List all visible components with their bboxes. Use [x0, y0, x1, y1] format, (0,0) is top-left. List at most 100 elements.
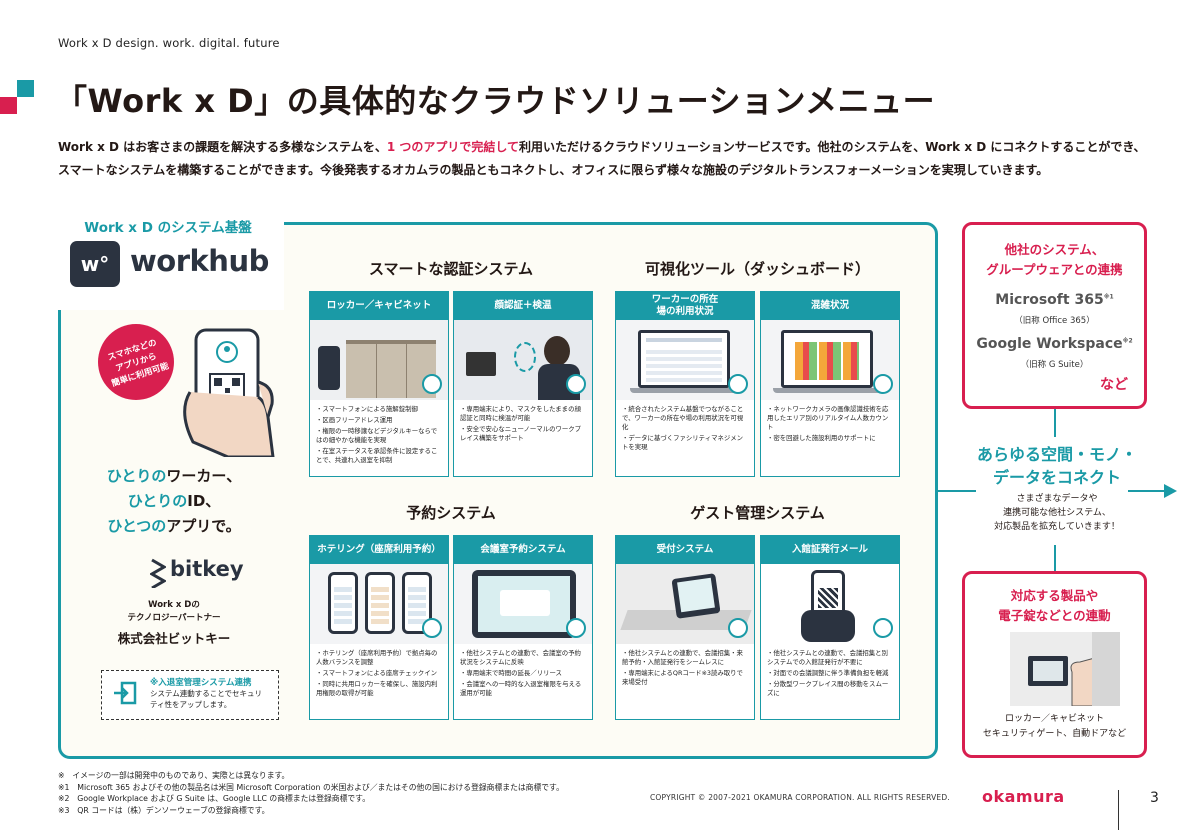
card-body: ・スマートフォンによる施解錠制御 ・区画フリーアドレス運用 ・権限の一時移譲など…	[310, 400, 448, 472]
card-header: 受付システム	[616, 536, 754, 564]
door-entry-icon	[422, 374, 442, 394]
locker-illustration	[310, 320, 448, 400]
entry-desc-line: ティ性をアップします。	[150, 700, 232, 709]
card-visitor-pass-mail: 入館証発行メール ・他社システムとの連動で、会議招集と別システムでの入館証発行が…	[760, 535, 900, 720]
partner-sub-line: テクノロジーパートナー	[127, 613, 221, 623]
partner-systems-box	[962, 222, 1147, 409]
slogan: ひとりのワーカー、 ひとりのID、 ひとつのアプリで。	[58, 464, 290, 539]
bullet: ・他社システムとの連動で、会議招集・来館予約・入館証発行をシームレスに	[622, 649, 743, 666]
reception-terminal-illustration	[616, 564, 754, 644]
platform-title: Work x D のシステム基盤	[84, 220, 252, 236]
bullet: ・統合されたシステム基盤でつながることで、ワーカーの所在や場の利用状況を可視化	[622, 405, 744, 431]
slogan-text: アプリで。	[166, 517, 241, 535]
bullet: ・同時に共用ロッカーを確保し、施設内利用権限の取得が可能	[316, 680, 438, 697]
workhub-logo-mark: w°	[70, 241, 120, 287]
gw-note: ※2	[1122, 337, 1133, 345]
products-caption: ロッカー／キャビネット セキュリティゲート、自動ドアなど	[982, 714, 1127, 739]
workhub-logo-text: workhub	[130, 244, 269, 278]
footnote: ※2 Google Workplace および G Suite は、Google…	[58, 794, 370, 803]
slogan-line: ひとつのアプリで。	[58, 514, 290, 539]
connector-line	[938, 490, 976, 492]
hoteling-phones-illustration	[310, 564, 448, 644]
door-entry-icon	[728, 618, 748, 638]
card-face-auth: 顔認証＋検温 ・専用端末により、マスクをしたままの顔認証と同時に検温が可能 ・安…	[453, 291, 593, 477]
slogan-highlight: ひとりの	[127, 492, 188, 510]
bullet: ・権限の一時移譲などデジタルキーならではの細やかな機能を実現	[316, 427, 438, 444]
entry-system-box	[101, 670, 279, 720]
meeting-tablet-illustration	[454, 564, 592, 644]
bullet: ・対面での会議調整に伴う準備負担を軽減	[767, 669, 889, 677]
entry-desc-line: システム連動することでセキュリ	[150, 689, 263, 698]
page-title: 「Work x D」の具体的なクラウドソリューションメニュー	[55, 82, 936, 120]
bitkey-logo: bitkey	[170, 557, 244, 581]
card-body: ・ホテリング（座席利用予約）で拠点毎の人数バランスを調整 ・スマートフォンによる…	[310, 644, 448, 705]
section-title-reserve: 予約システム	[406, 504, 496, 522]
bullet: ・専用端末により、マスクをしたままの顔認証と同時に検温が可能	[460, 405, 581, 422]
door-entry-icon	[422, 618, 442, 638]
card-header: ホテリング（座席利用予約）	[310, 536, 448, 564]
card-reception: 受付システム ・他社システムとの連動で、会議招集・来館予約・入館証発行をシームレ…	[615, 535, 755, 720]
card-header: 会議室予約システム	[454, 536, 592, 564]
section-title-visual: 可視化ツール（ダッシュボード）	[644, 260, 870, 278]
card-body: ・他社システムとの連動で、会議招集と別システムでの入館証発行が不要に ・対面での…	[761, 644, 899, 705]
bullet: ・分散型ワークプレイス間の移動をスムーズに	[767, 680, 889, 697]
card-header: ロッカー／キャビネット	[310, 292, 448, 320]
ms365-label: Microsoft 365※1	[962, 292, 1147, 308]
products-title: 対応する製品や 電子錠などとの連動	[998, 588, 1111, 623]
partner-sub-line: Work x Dの	[148, 600, 200, 610]
door-entry-icon	[114, 681, 137, 705]
ms365-old-name: （旧称 Office 365）	[1014, 316, 1095, 326]
card-body: ・他社システムとの連動で、会議室の予約状況をシステムに反映 ・専用端末で時間の延…	[454, 644, 592, 705]
arrow-right-icon	[1164, 484, 1177, 498]
bullet: ・密を回避した施設利用のサポートに	[767, 434, 876, 442]
slogan-text: ワーカー、	[166, 467, 242, 485]
footnote: ※3 QR コードは（株）デンソーウェーブの登録商標です。	[58, 805, 270, 815]
connect-title: あらゆる空間・モノ・ データをコネクト	[976, 445, 1137, 487]
etc-label: など	[1100, 377, 1128, 393]
connector-line	[1054, 545, 1056, 571]
card-header: 入館証発行メール	[761, 536, 899, 564]
connect-desc: さまざまなデータや 連携可能な他社システム、 対応製品を拡充していきます！	[994, 494, 1120, 532]
face-auth-illustration	[454, 320, 592, 400]
card-body: ・他社システムとの連動で、会議招集・来館予約・入館証発行をシームレスに ・専用端…	[616, 644, 754, 694]
intro-highlight: 1 つのアプリで完結して	[386, 140, 519, 154]
door-entry-icon	[566, 374, 586, 394]
section-title-guest: ゲスト管理システム	[690, 504, 825, 522]
footnote: ※ イメージの一部は開発中のものであり、実際とは異なります。	[58, 771, 290, 780]
footnote: ※1 Microsoft 365 およびその他の製品名は米国 Microsoft…	[58, 782, 564, 792]
section-title-auth: スマートな認証システム	[368, 260, 534, 278]
card-header: 顔認証＋検温	[454, 292, 592, 320]
bullet: ・ネットワークカメラの画像認識技術を応用したエリア別のリアルタイム人数カウント	[767, 405, 889, 431]
congestion-laptop-illustration	[761, 320, 899, 400]
partner-systems-title: 他社のシステム、 グループウェアとの連携	[986, 242, 1123, 277]
qr-phone-illustration	[761, 564, 899, 644]
connector-line	[1128, 490, 1172, 492]
door-entry-icon	[728, 374, 748, 394]
intro-text: Work x D はお客さまの課題を解決する多様なシステムを、	[58, 140, 387, 154]
connector-line	[1054, 409, 1056, 437]
card-header: ワーカーの所在 場の利用状況	[616, 292, 754, 320]
card-hoteling: ホテリング（座席利用予約） ・ホテリング（座席利用予約）で拠点毎の人数バランスを…	[309, 535, 449, 720]
ms365-note: ※1	[1103, 293, 1114, 301]
tagline: Work x D design. work. digital. future	[58, 36, 280, 50]
gsuite-old-name: （旧称 G Suite）	[1020, 360, 1089, 370]
bullet: ・専用端末によるQRコード※3読み取りで来場受付	[622, 669, 743, 686]
entry-title: ※入退室管理システム連携	[150, 678, 252, 688]
bullet: ・スマートフォンによる施解錠制御	[316, 405, 418, 413]
card-body: ・ネットワークカメラの画像認識技術を応用したエリア別のリアルタイム人数カウント …	[761, 400, 899, 450]
partner-company: 株式会社ビットキー	[117, 631, 231, 646]
slogan-highlight: ひとりの	[106, 467, 167, 485]
copyright: COPYRIGHT © 2007-2021 OKAMURA CORPORATIO…	[650, 793, 950, 802]
bullet: ・ホテリング（座席利用予約）で拠点毎の人数バランスを調整	[316, 649, 438, 666]
door-entry-icon	[566, 618, 586, 638]
page-number: 3	[1150, 790, 1159, 806]
slogan-line: ひとりのID、	[58, 489, 290, 514]
bullet: ・他社システムとの連動で、会議室の予約状況をシステムに反映	[460, 649, 581, 666]
okamura-logo: okamura	[982, 787, 1065, 806]
google-workspace-label: Google Workspace※2	[962, 336, 1147, 352]
bullet: ・安全で安心なニューノーマルのワークプレイス構築をサポート	[460, 425, 582, 442]
partner-subtitle: Work x Dの テクノロジーパートナー	[58, 599, 290, 625]
ms365-name: Microsoft 365	[995, 292, 1104, 308]
bullet: ・会議室への一時的な入退室権限を与える運用が可能	[460, 680, 582, 697]
door-entry-icon	[873, 374, 893, 394]
